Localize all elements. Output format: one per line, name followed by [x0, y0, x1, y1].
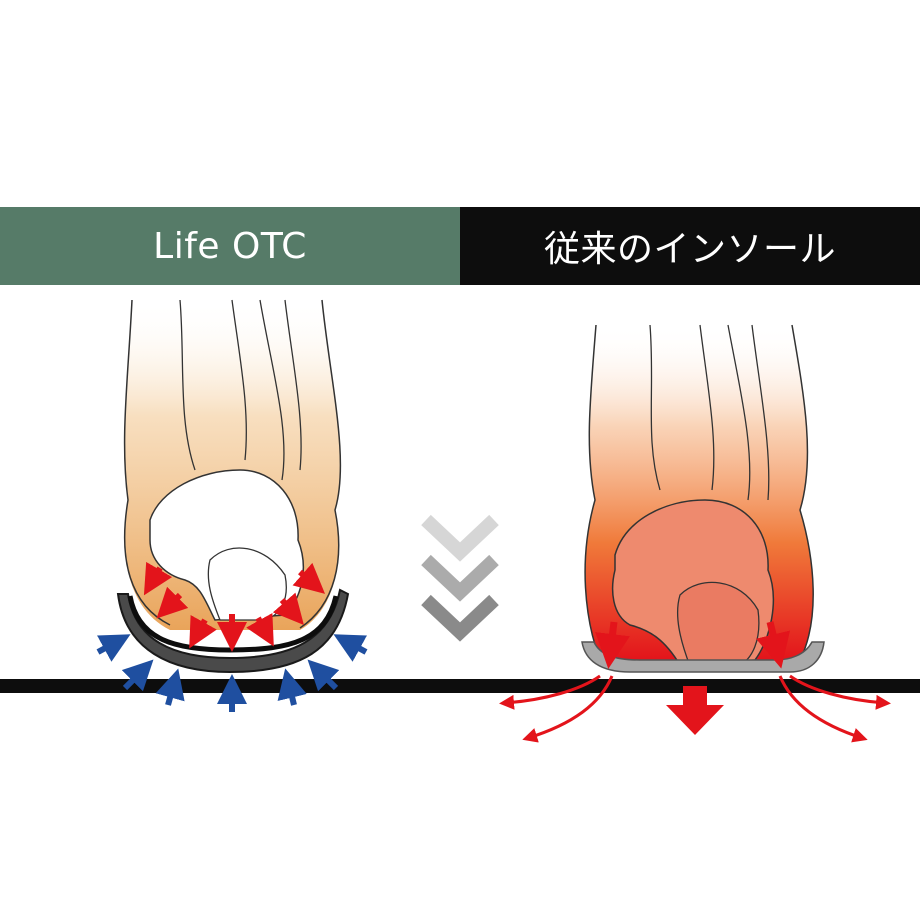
support-arrows-left — [96, 634, 368, 712]
cup-insole — [116, 588, 350, 674]
header-conventional-insole-label: 従来のインソール — [543, 229, 836, 270]
conventional-insole-foot — [499, 324, 891, 743]
splay-arrows-right — [499, 674, 891, 743]
header-life-otc-label: Life OTC — [153, 225, 307, 267]
header-conventional-insole: 従来のインソール — [460, 207, 920, 285]
header-life-otc: Life OTC — [0, 207, 460, 285]
pressure-arrows-left — [143, 561, 326, 652]
pressure-arrows-right — [595, 621, 791, 669]
life-otc-foot — [96, 299, 368, 712]
big-down-arrow — [666, 686, 724, 735]
tibia-outline-left — [123, 299, 171, 626]
triple-chevron-down-icon — [421, 514, 499, 642]
